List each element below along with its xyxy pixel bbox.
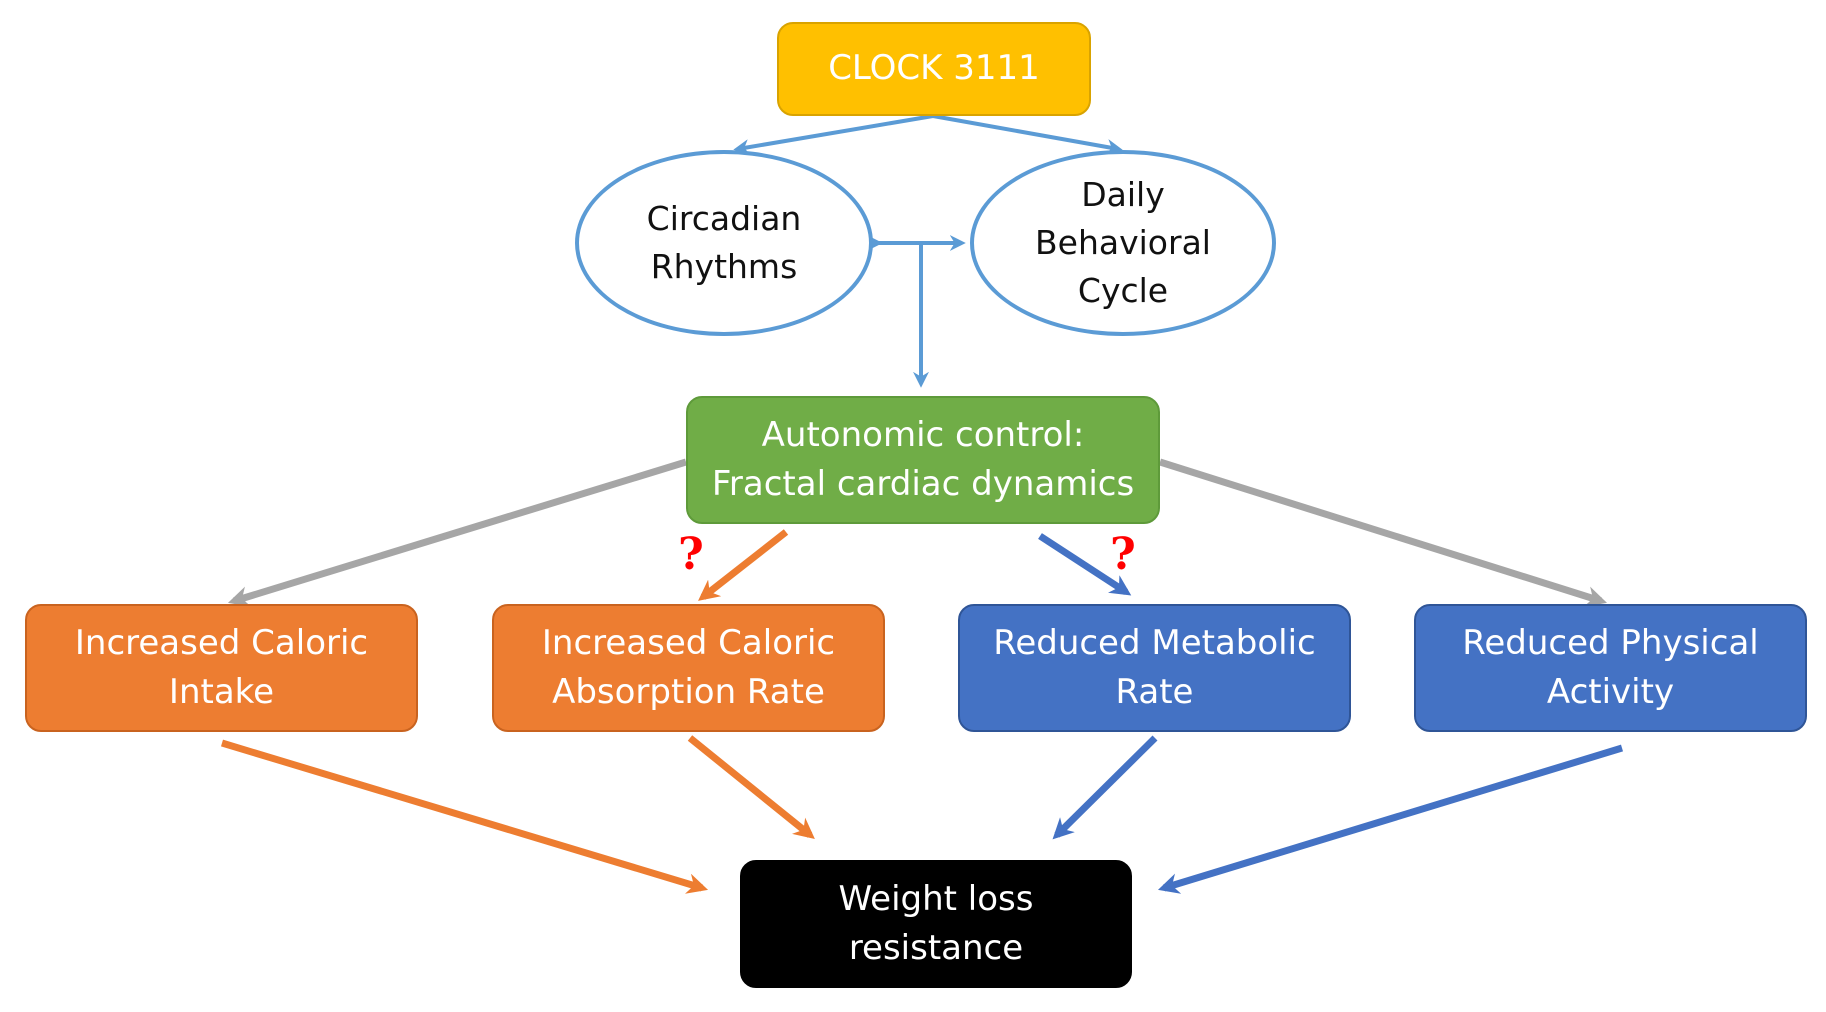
clock-gene-box: CLOCK 3111	[777, 22, 1091, 116]
uncertain-mark-metabolic: ?	[1110, 529, 1136, 580]
weight-loss-resistance-box: Weight loss resistance	[740, 860, 1132, 988]
arrow-autonomic-to-physical	[1158, 458, 1608, 607]
clock-gene-label: CLOCK 3111	[828, 48, 1040, 89]
arrow-autonomic-to-caloric-intake	[227, 458, 688, 607]
caloric-absorption-box: Increased Caloric Absorption Rate	[492, 604, 885, 732]
weight-loss-resistance-label: Weight loss resistance	[838, 878, 1034, 968]
arrow-intake-to-weight-loss	[220, 739, 709, 894]
daily-behavioral-cycle-oval: Daily Behavioral Cycle	[970, 150, 1276, 336]
caloric-intake-label: Increased Caloric Intake	[74, 622, 369, 712]
metabolic-rate-label: Reduced Metabolic Rate	[993, 622, 1316, 712]
circadian-rhythms-label: Circadian Rhythms	[646, 199, 802, 286]
arrow-autonomic-to-metabolic	[1038, 533, 1132, 596]
autonomic-control-label: Autonomic control: Fractal cardiac dynam…	[711, 414, 1135, 504]
arrow-physical-to-weight-loss	[1157, 744, 1624, 894]
circadian-rhythms-oval: Circadian Rhythms	[575, 150, 873, 336]
arrow-metabolic-to-weight-loss	[1052, 735, 1158, 840]
metabolic-rate-box: Reduced Metabolic Rate	[958, 604, 1351, 732]
arrow-clock-to-circadian	[733, 114, 934, 156]
arrow-absorption-to-weight-loss	[687, 735, 815, 839]
physical-activity-label: Reduced Physical Activity	[1462, 622, 1759, 712]
caloric-intake-box: Increased Caloric Intake	[25, 604, 418, 732]
autonomic-control-box: Autonomic control: Fractal cardiac dynam…	[686, 396, 1160, 524]
daily-behavioral-cycle-label: Daily Behavioral Cycle	[1035, 175, 1211, 310]
arrow-clock-to-daily	[932, 114, 1123, 155]
arrow-autonomic-to-absorption	[698, 529, 789, 601]
physical-activity-box: Reduced Physical Activity	[1414, 604, 1807, 732]
caloric-absorption-label: Increased Caloric Absorption Rate	[541, 622, 836, 712]
uncertain-mark-absorption: ?	[678, 529, 704, 580]
